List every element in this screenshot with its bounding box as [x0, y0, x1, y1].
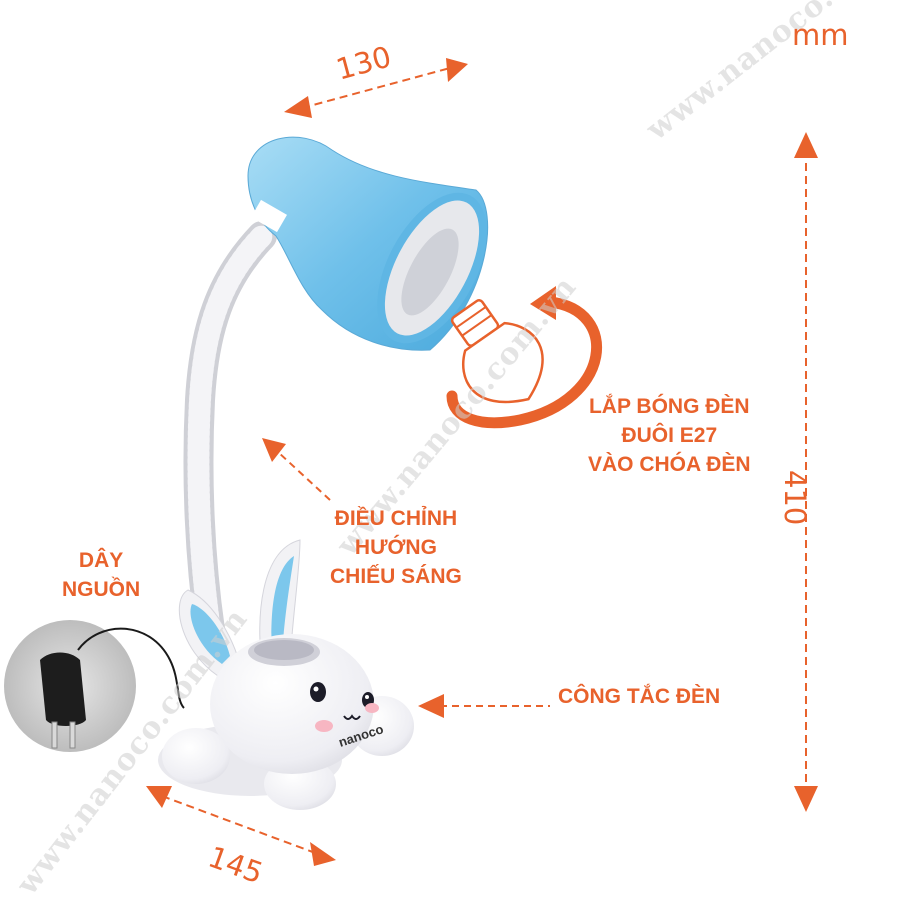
power-plug	[4, 620, 185, 752]
bunny-base	[158, 634, 414, 810]
adjust-direction-line-1: ĐIỀU CHỈNH	[334, 507, 458, 530]
switch-arrow	[418, 694, 550, 718]
switch-label: CÔNG TẮC ĐÈN	[558, 685, 721, 708]
top-width-dimension	[284, 58, 468, 118]
rotate-arrow-icon	[446, 286, 603, 429]
power-cord-line-2: NGUỒN	[62, 578, 141, 601]
adjust-direction-label: ĐIỀU CHỈNH HƯỚNG CHIẾU SÁNG	[330, 504, 462, 591]
bulb-install-label: LẮP BÓNG ĐÈN ĐUÔI E27 VÀO CHÓA ĐÈN	[588, 392, 751, 479]
base-width-dimension	[146, 786, 336, 866]
bulb-install-line-3: VÀO CHÓA ĐÈN	[588, 453, 751, 476]
adjust-direction-line-2: HƯỚNG	[354, 536, 437, 559]
light-bulb-icon	[450, 299, 544, 404]
bunny-ears	[178, 539, 301, 677]
bulb-install-line-2: ĐUÔI E27	[621, 424, 718, 447]
height-value: 410	[778, 470, 812, 526]
power-cord-label: DÂY NGUỒN	[62, 546, 140, 604]
adjust-direction-line-3: CHIẾU SÁNG	[330, 565, 462, 588]
bulb-install-line-1: LẮP BÓNG ĐÈN	[588, 395, 750, 418]
adjust-arrow	[262, 438, 331, 501]
height-dimension	[794, 132, 818, 812]
power-cord-line-1: DÂY	[78, 549, 124, 572]
unit-label: mm	[792, 18, 849, 52]
